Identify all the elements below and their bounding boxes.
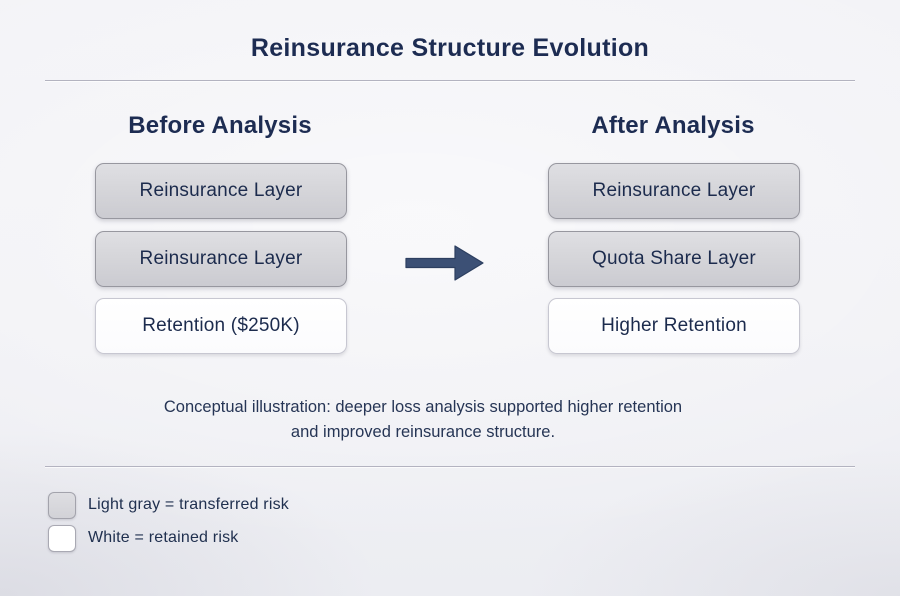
after-box-higher-retention: Higher Retention [548,298,800,354]
legend-item-transferred-risk: Light gray = transferred risk [48,491,289,519]
before-box-reinsurance-layer-2: Reinsurance Layer [95,231,347,287]
gray-swatch-icon [48,491,76,519]
after-column-heading: After Analysis [591,112,755,139]
legend-item-retained-risk: White = retained risk [48,524,289,552]
before-box-reinsurance-layer-1: Reinsurance Layer [95,163,347,219]
box-label: Reinsurance Layer [139,248,303,269]
box-label: Retention ($250K) [142,315,300,336]
legend: Light gray = transferred risk White = re… [48,491,289,558]
before-box-retention: Retention ($250K) [95,298,347,354]
transition-arrow-icon [405,244,485,282]
after-box-quota-share-layer: Quota Share Layer [548,231,800,287]
after-box-reinsurance-layer: Reinsurance Layer [548,163,800,219]
divider-top [45,80,855,81]
white-swatch-icon [48,524,76,552]
divider-bottom [45,466,855,467]
before-column-heading: Before Analysis [128,112,312,139]
box-label: Reinsurance Layer [592,180,756,201]
box-label: Quota Share Layer [592,248,756,269]
caption: Conceptual illustration: deeper loss ana… [0,395,846,445]
legend-label: Light gray = transferred risk [88,496,289,513]
page-title: Reinsurance Structure Evolution [250,34,650,62]
legend-label: White = retained risk [88,529,239,546]
box-label: Reinsurance Layer [139,180,303,201]
box-label: Higher Retention [601,315,747,336]
caption-line-1: Conceptual illustration: deeper loss ana… [163,398,683,416]
caption-line-2: and improved reinsurance structure. [290,423,556,441]
